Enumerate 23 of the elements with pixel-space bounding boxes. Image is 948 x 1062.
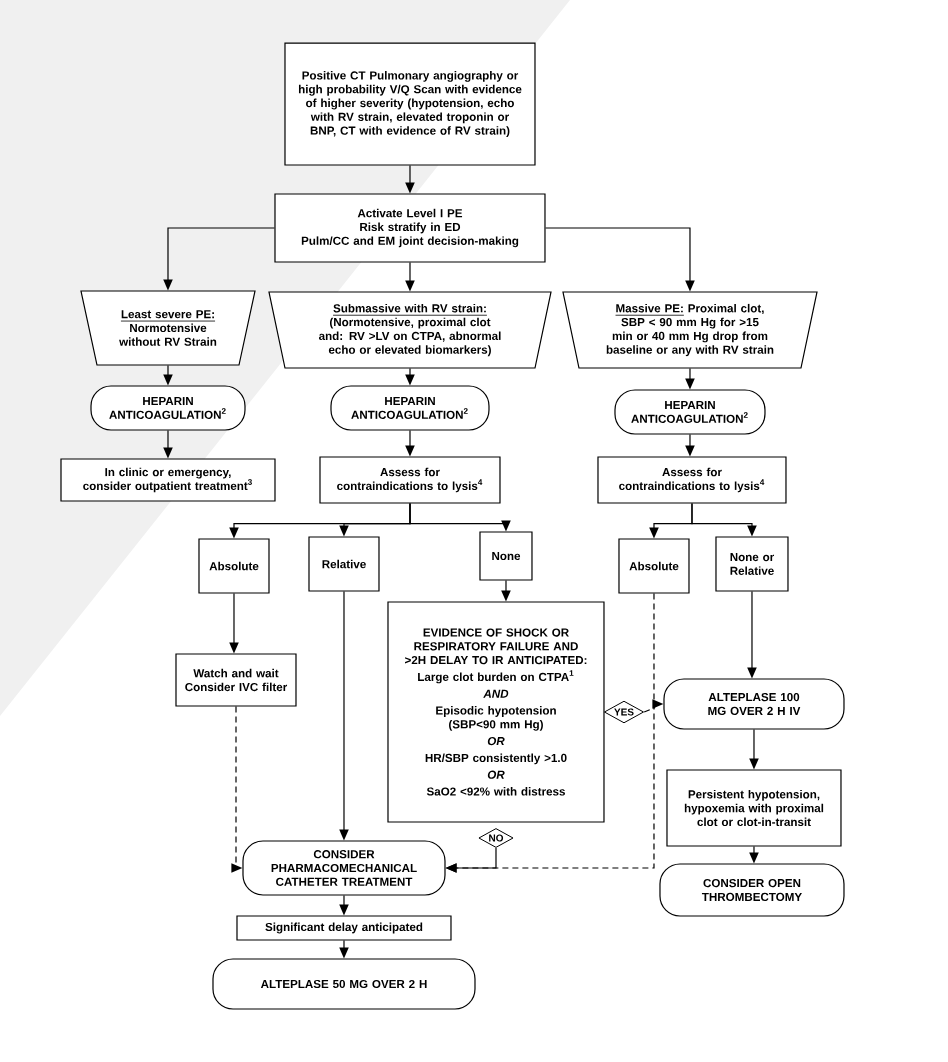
arrow bbox=[691, 503, 757, 537]
arrow bbox=[685, 434, 695, 457]
arrow bbox=[409, 503, 511, 532]
arrow bbox=[749, 729, 759, 770]
arrow bbox=[163, 227, 275, 291]
arrow bbox=[685, 367, 695, 390]
arrow bbox=[163, 430, 173, 459]
arrow bbox=[749, 846, 759, 864]
arrow bbox=[501, 580, 511, 602]
arrow bbox=[405, 430, 415, 457]
arrow bbox=[405, 367, 415, 386]
arrow bbox=[747, 591, 757, 679]
arrow bbox=[339, 591, 349, 841]
arrow bbox=[231, 706, 243, 873]
arrow bbox=[445, 847, 497, 873]
arrow bbox=[643, 699, 664, 713]
arrow bbox=[405, 262, 415, 292]
arrow bbox=[229, 593, 239, 654]
arrow bbox=[339, 895, 349, 916]
arrow bbox=[545, 227, 695, 292]
arrow bbox=[339, 940, 349, 959]
arrow bbox=[405, 165, 415, 194]
arrow bbox=[163, 364, 173, 386]
